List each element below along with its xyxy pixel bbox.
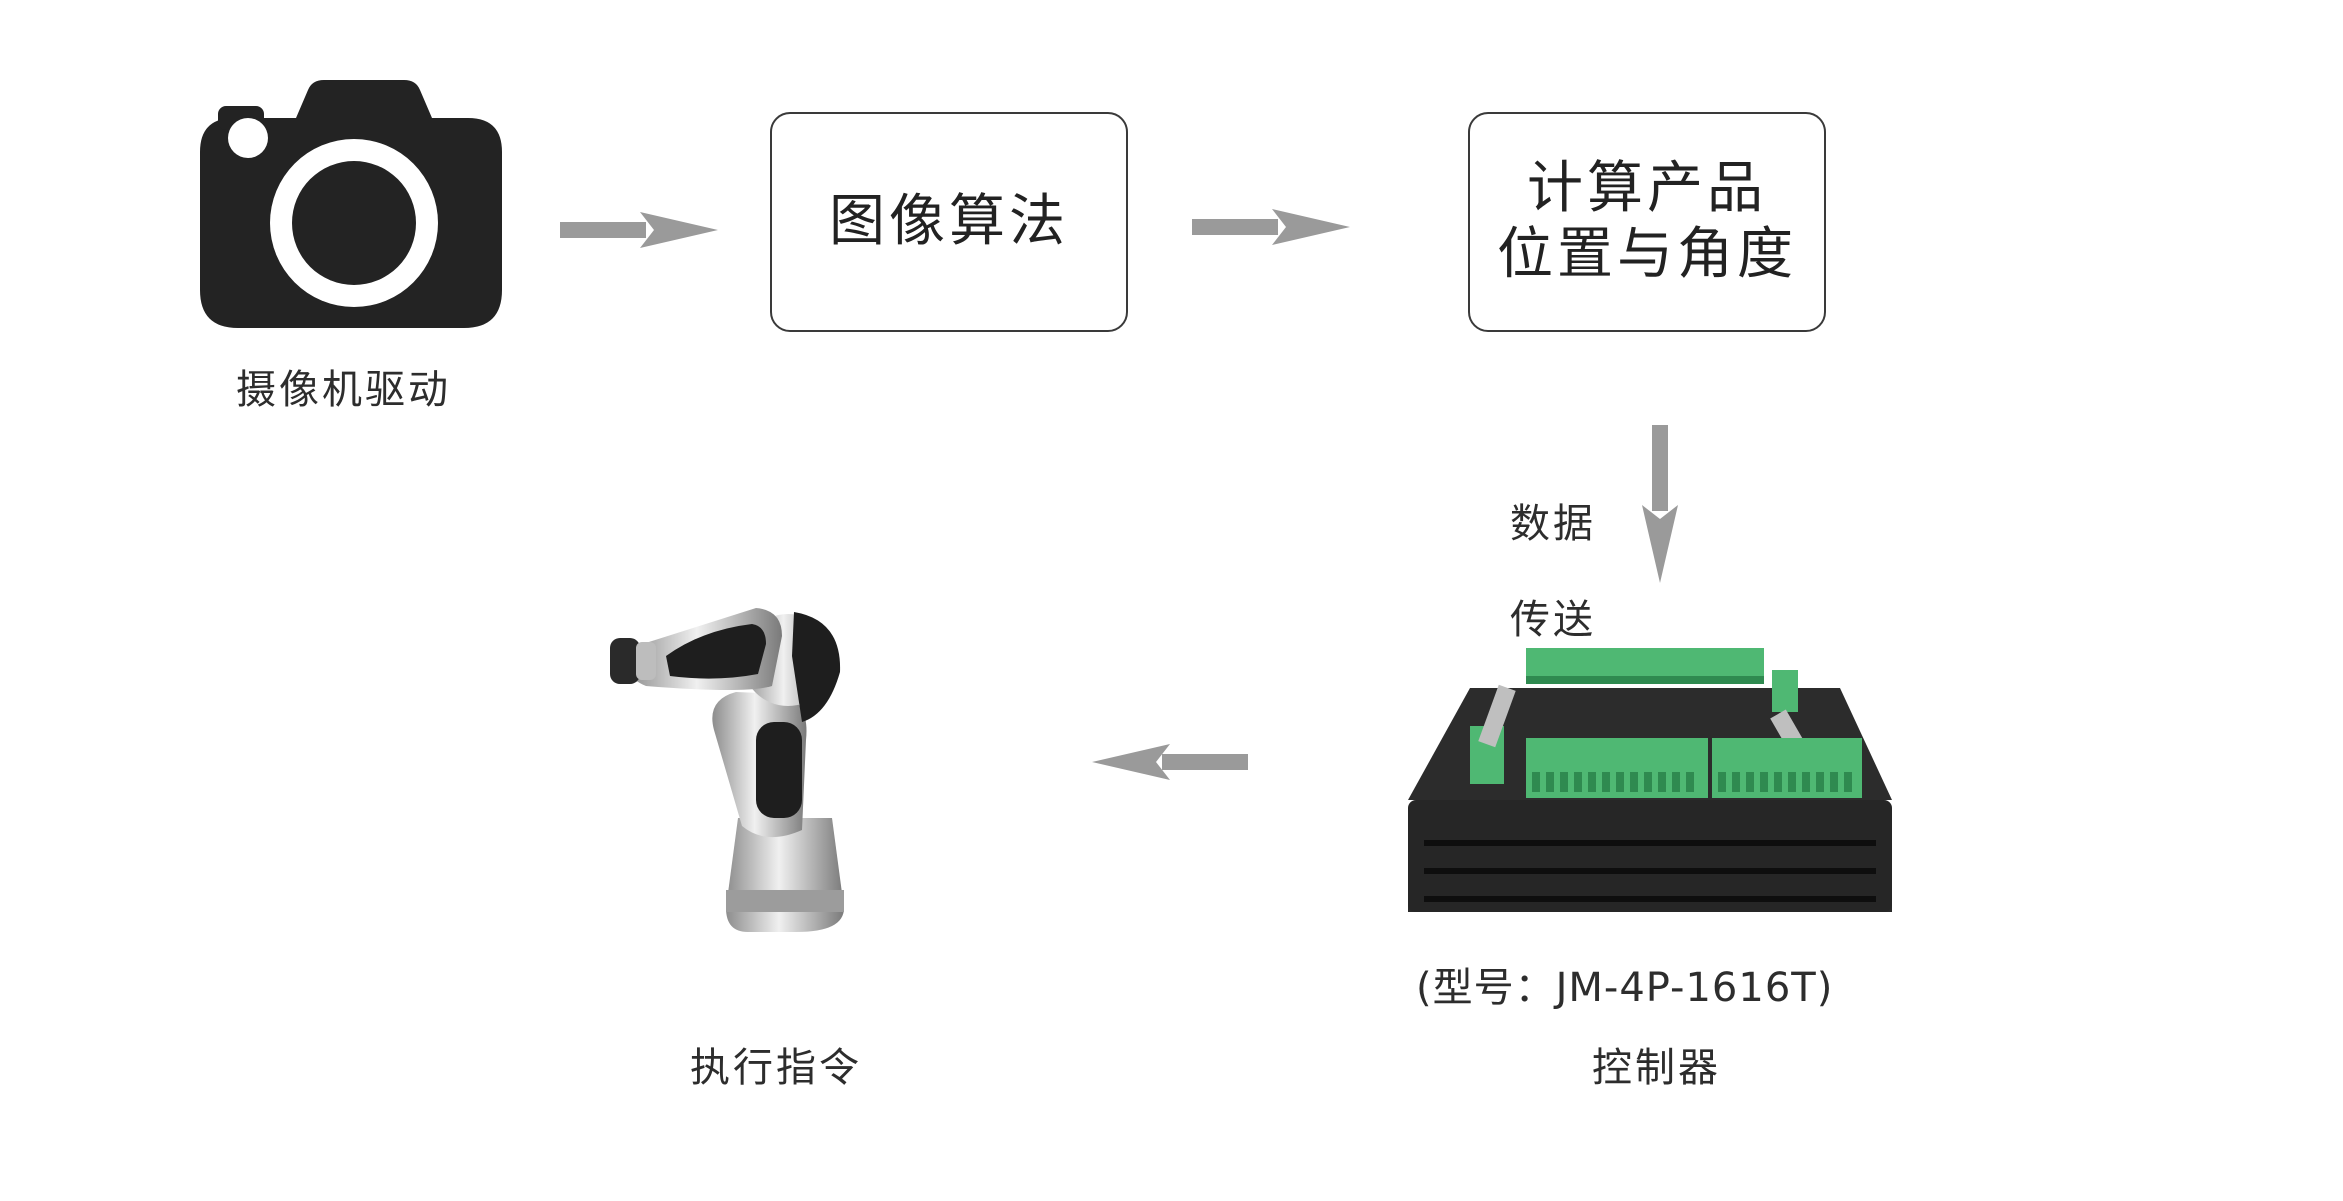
- compute-label-line2: 位置与角度: [1497, 222, 1797, 287]
- arrow-camera-to-algorithm: [560, 212, 718, 248]
- arrow-compute-to-controller: [1642, 425, 1678, 583]
- camera-icon: [200, 80, 502, 328]
- robot-node: [606, 590, 866, 940]
- data-transfer-line1: 数据: [1510, 501, 1596, 547]
- camera-node: [196, 80, 506, 332]
- controller-node: [1400, 640, 1900, 930]
- robot-label: 执行指令: [690, 1045, 862, 1091]
- controller-label: 控制器: [1592, 1045, 1721, 1091]
- data-transfer-label: 数据 传送: [1510, 452, 1596, 692]
- algorithm-label: 图像算法: [829, 189, 1069, 254]
- data-transfer-line2: 传送: [1510, 597, 1596, 643]
- camera-label: 摄像机驱动: [236, 367, 451, 413]
- compute-box: 计算产品 位置与角度: [1468, 112, 1826, 332]
- arrow-controller-to-robot: [1092, 744, 1248, 780]
- robot-arm-icon: [610, 608, 844, 932]
- controller-model-label: (型号：JM-4P-1616T): [1416, 965, 1834, 1011]
- arrow-algorithm-to-compute: [1192, 209, 1350, 245]
- controller-device-icon: [1408, 648, 1892, 912]
- compute-label-line1: 计算产品: [1527, 156, 1767, 221]
- algorithm-box: 图像算法: [770, 112, 1128, 332]
